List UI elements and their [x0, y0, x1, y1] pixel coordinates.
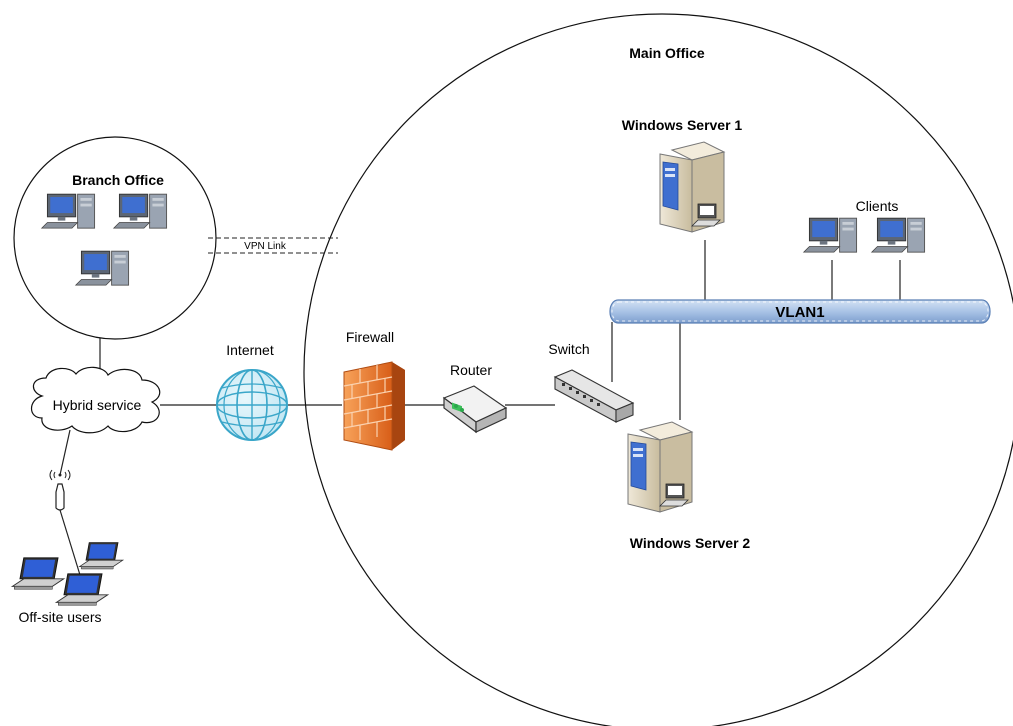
router-icon	[442, 385, 508, 434]
server-tower-icon	[659, 141, 725, 233]
router-node: Router	[442, 362, 508, 434]
desktop-computer-icon	[871, 217, 926, 253]
branch-office-boundary	[13, 136, 217, 340]
server-tower-icon	[627, 421, 693, 513]
branch-workstation-3	[75, 250, 130, 286]
main-office-boundary	[303, 13, 1013, 726]
offsite-laptop-1	[79, 542, 124, 570]
desktop-computer-icon	[113, 193, 168, 229]
clients-group: Clients	[803, 198, 926, 253]
wireless-antenna-icon	[49, 469, 71, 511]
router-label: Router	[450, 362, 492, 378]
switch-node: Switch	[548, 341, 635, 423]
main-office-label: Main Office	[629, 45, 705, 61]
firewall-node: Firewall	[343, 329, 405, 451]
vpn-link: VPN Link	[208, 237, 338, 254]
windows-server-2: Windows Server 2	[627, 421, 751, 551]
link-hybrid-to-antenna	[59, 429, 71, 476]
windows-server-1-label: Windows Server 1	[622, 117, 743, 133]
internet-label: Internet	[226, 342, 274, 358]
vpn-link-label: VPN Link	[244, 241, 287, 252]
hybrid-service-node: Hybrid service	[30, 366, 161, 434]
offsite-users-label: Off-site users	[19, 609, 102, 625]
laptop-icon	[11, 557, 65, 590]
offsite-laptop-2	[11, 557, 65, 590]
globe-icon	[216, 369, 288, 441]
desktop-computer-icon	[803, 217, 858, 253]
desktop-computer-icon	[75, 250, 130, 286]
brick-wall-icon	[343, 361, 405, 451]
internet-node: Internet	[216, 342, 288, 441]
vlan1-bus: VLAN1	[609, 299, 991, 324]
firewall-label: Firewall	[346, 329, 394, 345]
switch-label: Switch	[548, 341, 589, 357]
desktop-computer-icon	[41, 193, 96, 229]
network-switch-icon	[553, 369, 635, 423]
branch-workstation-2	[113, 193, 168, 229]
windows-server-2-label: Windows Server 2	[630, 535, 751, 551]
windows-server-1: Windows Server 1	[622, 117, 743, 233]
hybrid-service-label: Hybrid service	[53, 397, 142, 413]
client-workstation-1	[803, 217, 858, 253]
client-workstation-2	[871, 217, 926, 253]
clients-label: Clients	[856, 198, 899, 214]
laptop-icon	[79, 542, 124, 570]
vlan1-label: VLAN1	[775, 304, 824, 321]
link-antenna-to-laptops	[59, 509, 81, 576]
branch-office-label: Branch Office	[72, 172, 164, 188]
branch-workstation-1	[41, 193, 96, 229]
connection-lines	[59, 240, 901, 576]
cloud-icon	[30, 366, 161, 434]
